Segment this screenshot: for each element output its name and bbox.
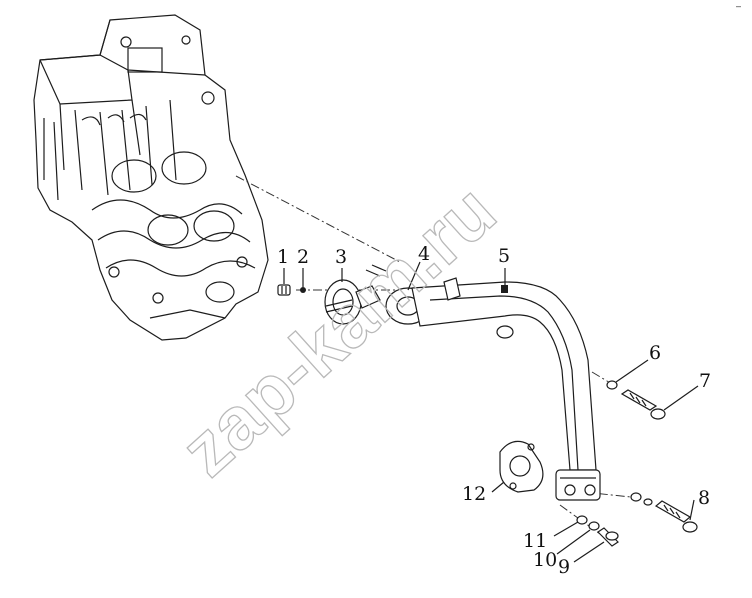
corner-mark: –: [736, 1, 741, 11]
callout-11: 11: [523, 530, 547, 552]
callout-4: 4: [418, 243, 430, 265]
callout-1: 1: [277, 246, 289, 268]
callout-12: 12: [462, 483, 486, 505]
callout-7: 7: [699, 370, 711, 392]
part-9-10-11-fasteners: [576, 515, 619, 547]
part-7-bolt: [620, 389, 666, 420]
callout-5: 5: [498, 245, 510, 267]
callout-3: 3: [335, 246, 347, 268]
callout-8: 8: [698, 487, 710, 509]
part-5-nut: [501, 285, 508, 293]
part-2-washer: [300, 287, 306, 293]
callout-2: 2: [297, 246, 309, 268]
part-12-gasket: [499, 440, 544, 493]
callout-9: 9: [558, 556, 570, 578]
part-6-washer: [606, 380, 618, 390]
callout-10: 10: [533, 549, 557, 571]
callout-6: 6: [649, 342, 661, 364]
part-1-bolt: [277, 284, 291, 296]
engine-block: [33, 14, 269, 341]
part-4-pipe: [385, 277, 601, 501]
part-8-bolt: [630, 492, 698, 533]
part-3-housing: [324, 264, 387, 325]
callout-labels: 1 2 3 4 5 6 7 8 9 10 11 12: [277, 243, 711, 578]
leader-lines: [283, 261, 699, 563]
